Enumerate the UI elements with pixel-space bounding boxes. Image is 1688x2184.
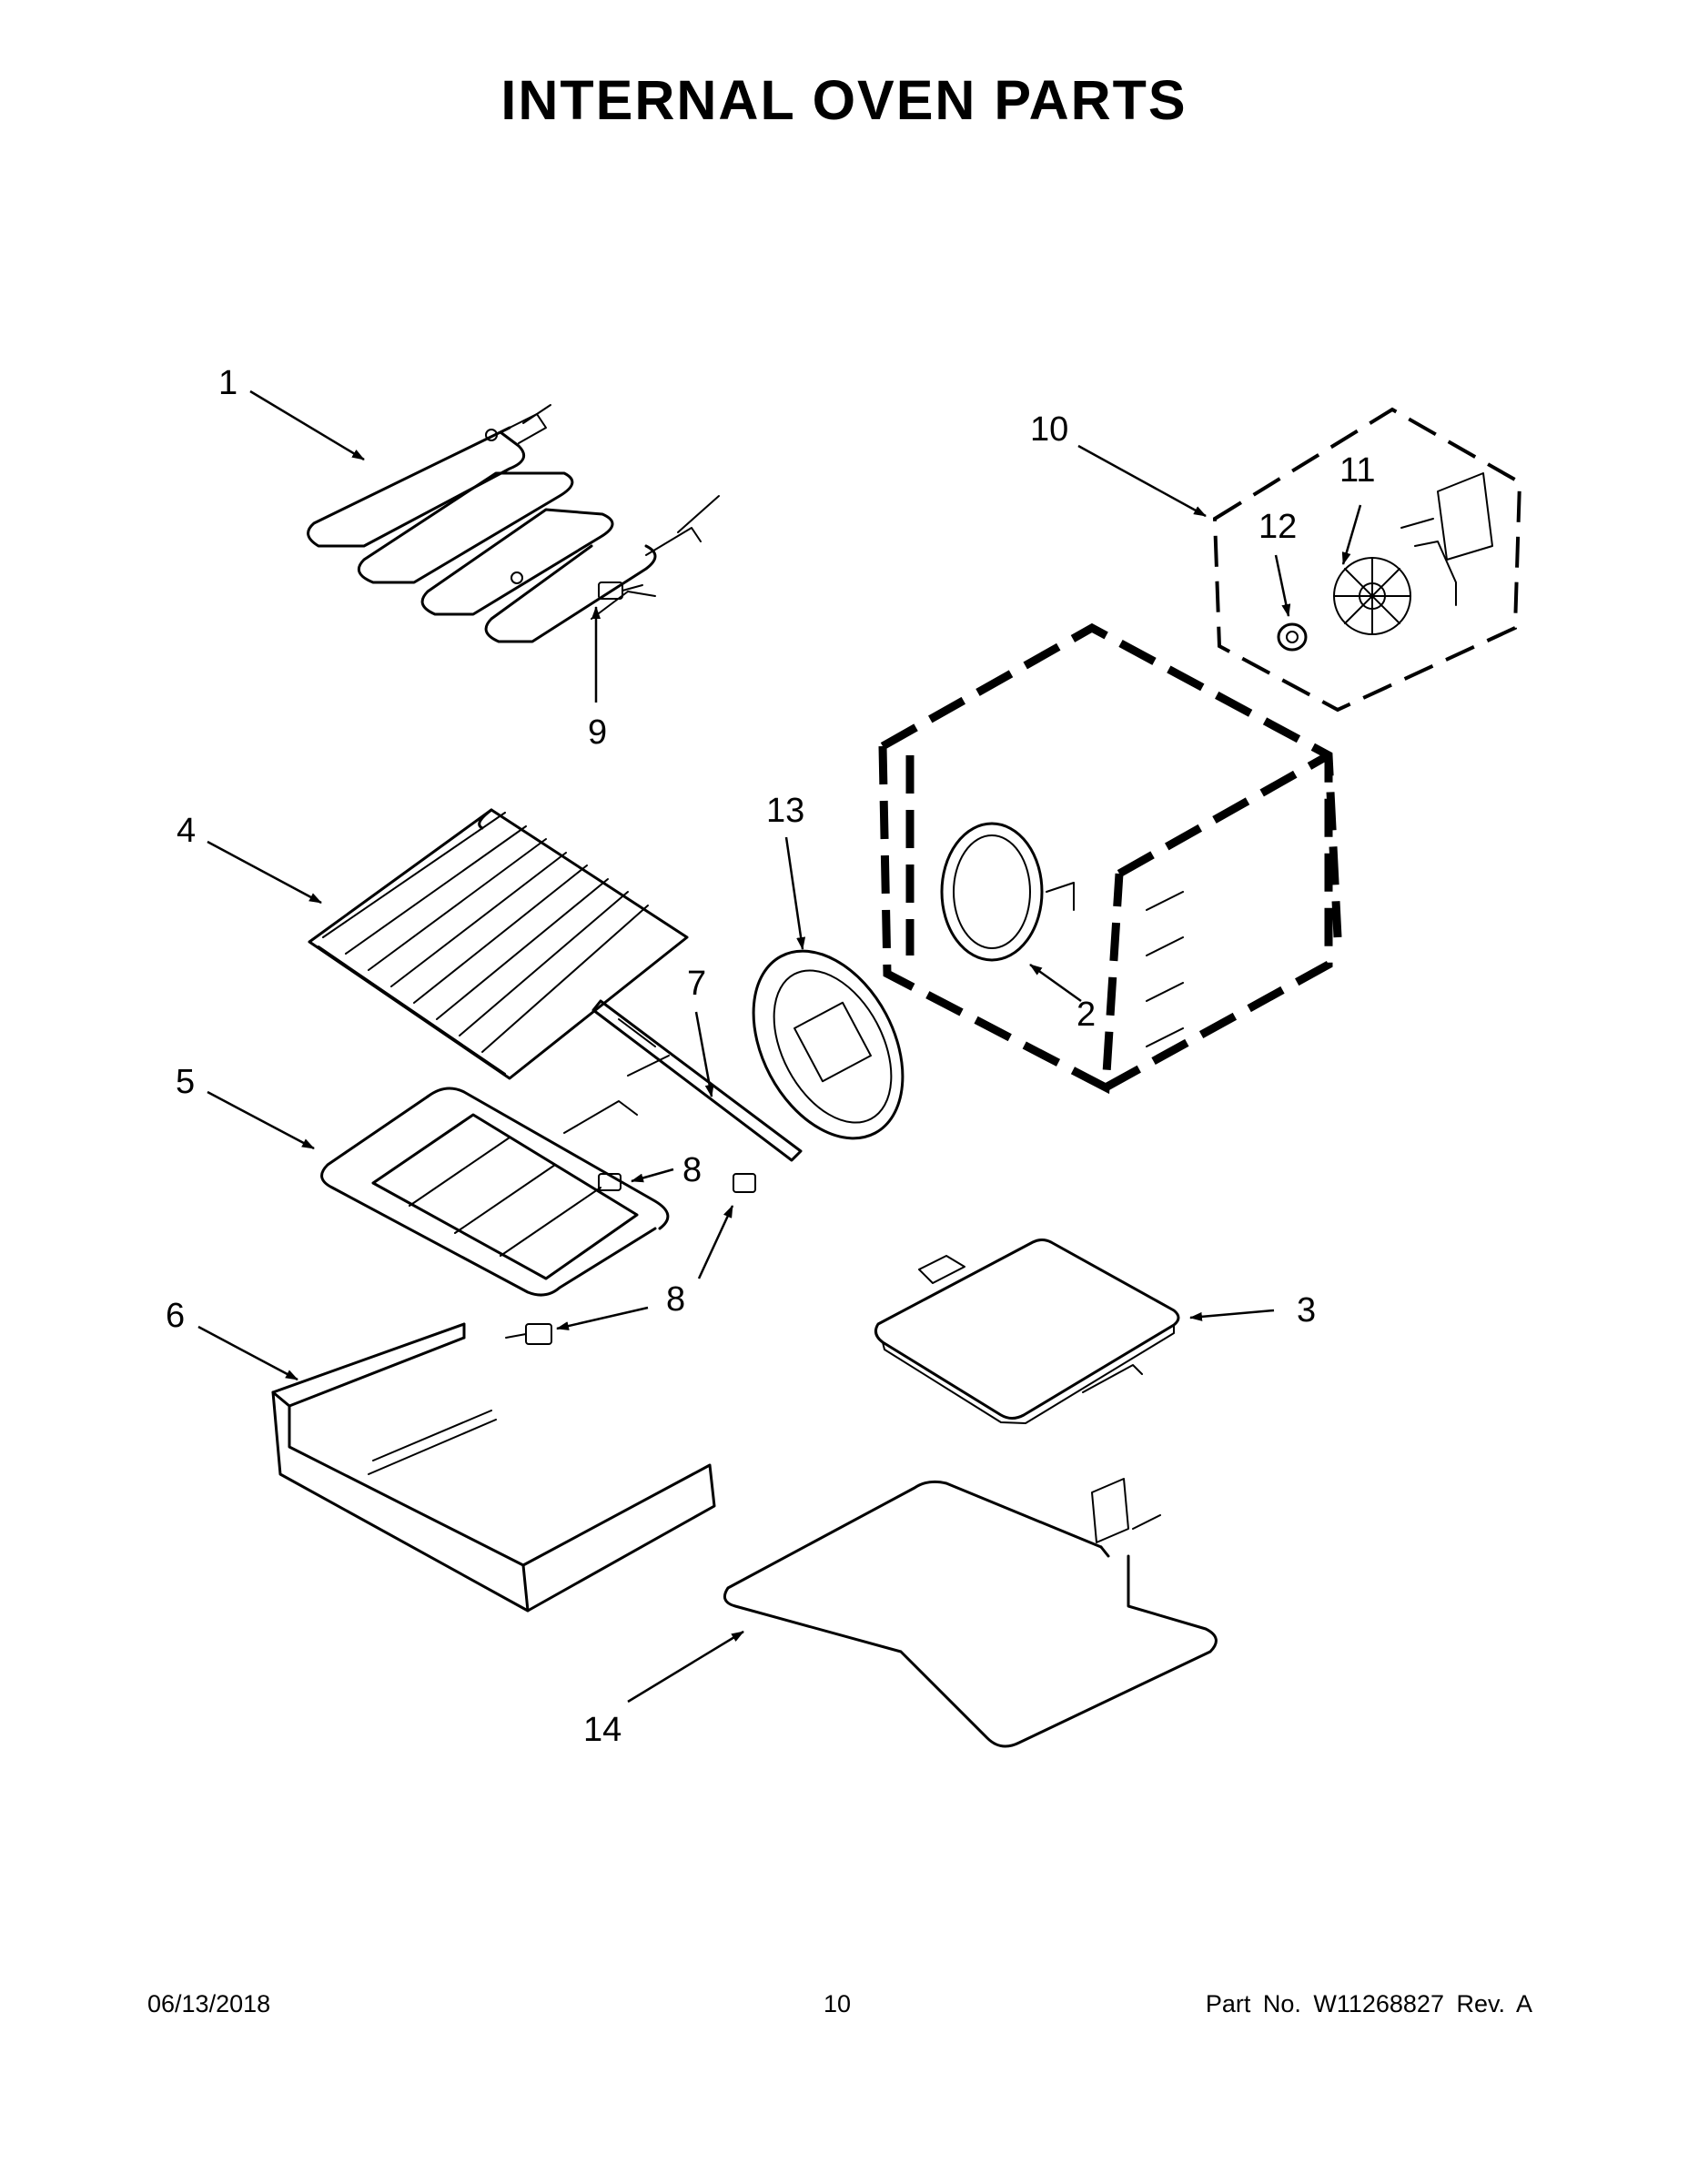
callout-9: 9 (588, 713, 607, 752)
callout-10: 10 (1030, 410, 1068, 449)
callout-6: 6 (166, 1297, 185, 1335)
arrow-8a (631, 1168, 674, 1183)
bracket-7 (591, 999, 803, 1162)
arrow-6 (197, 1325, 298, 1381)
callout-1: 1 (218, 364, 238, 402)
callout-7: 7 (687, 965, 706, 1003)
callout-11: 11 (1339, 451, 1375, 490)
screw-9 (598, 581, 643, 600)
bake-element (320, 1087, 670, 1297)
footer-part-number: Part No. W11268827 Rev. A (1205, 1990, 1532, 2017)
callout-2: 2 (1076, 996, 1096, 1034)
screw-8b (733, 1173, 756, 1193)
convection-motor-assembly (1212, 407, 1522, 713)
callout-8a: 8 (682, 1151, 702, 1189)
callout-12: 12 (1258, 508, 1297, 546)
screw-8c (505, 1323, 552, 1345)
arrow-3 (1189, 1309, 1275, 1321)
fan-cover-13 (752, 949, 905, 1140)
hidden-bake-element (723, 1478, 1218, 1748)
tray-6 (271, 1322, 716, 1613)
oven-rack (308, 808, 689, 1080)
callout-4: 4 (177, 812, 196, 850)
arrow-8b (697, 1205, 734, 1279)
footer-page-number: 10 (824, 1990, 852, 2017)
oven-cavity (878, 622, 1342, 1095)
arrow-2 (1029, 963, 1082, 1003)
callout-3: 3 (1297, 1291, 1316, 1330)
callout-14: 14 (583, 1711, 622, 1749)
screw-8a (598, 1173, 622, 1191)
arrow-7 (694, 1011, 714, 1097)
arrow-13 (784, 836, 806, 950)
broil-element (307, 404, 720, 643)
arrow-14 (627, 1630, 744, 1704)
arrow-8c (556, 1306, 649, 1330)
arrow-1 (249, 389, 365, 461)
arrow-11 (1341, 504, 1362, 565)
callout-5: 5 (176, 1063, 195, 1101)
callout-8b: 8 (666, 1280, 685, 1319)
tray-3 (874, 1239, 1180, 1424)
arrow-4 (207, 840, 322, 905)
page-title: INTERNAL OVEN PARTS (500, 69, 1188, 131)
arrow-12 (1274, 554, 1291, 617)
callout-13: 13 (766, 792, 804, 830)
arrow-5 (207, 1090, 315, 1150)
arrow-10 (1077, 444, 1207, 518)
footer-date: 06/13/2018 (147, 1990, 271, 2017)
